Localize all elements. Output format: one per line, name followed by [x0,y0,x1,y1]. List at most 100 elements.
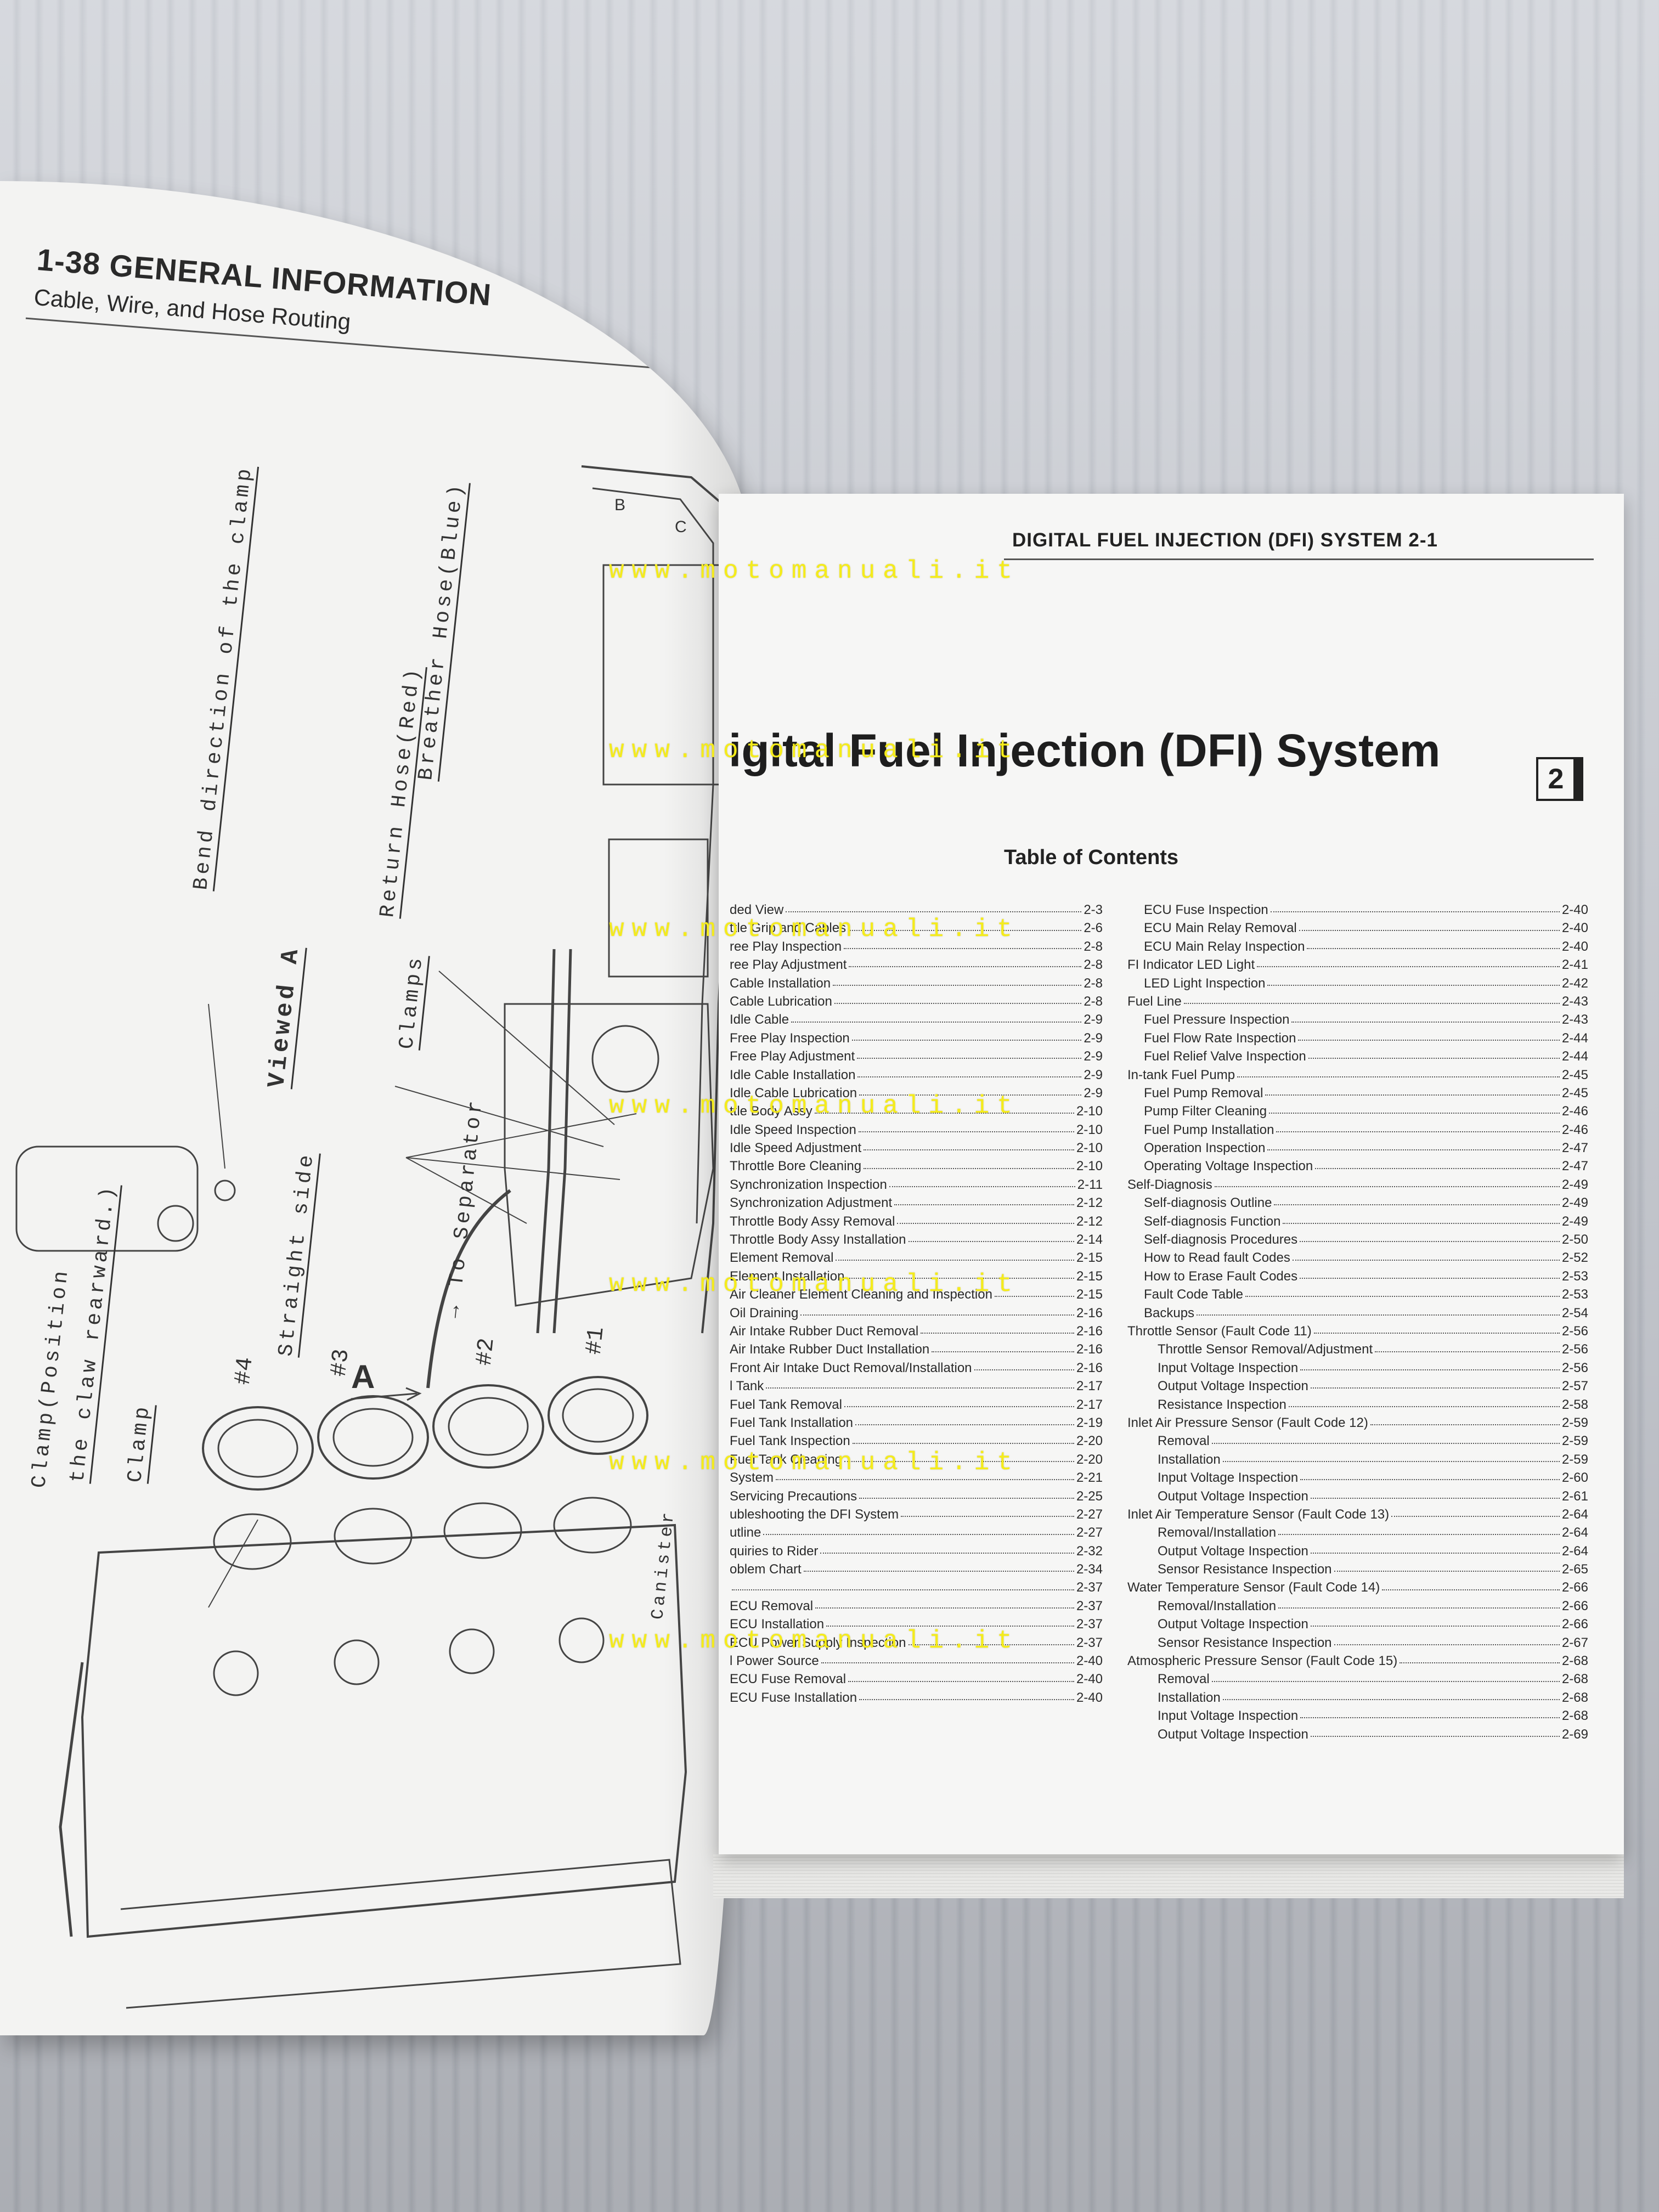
toc-entry-title: Self-diagnosis Outline [1144,1195,1272,1211]
toc-leader-dots [1288,1406,1560,1407]
toc-leader-dots [858,1131,1074,1132]
toc-leader-dots [1278,1533,1560,1536]
toc-entry-title: Self-Diagnosis [1127,1177,1212,1192]
toc-leader-dots [974,1369,1074,1370]
toc-entry-page: 2-45 [1561,1085,1588,1101]
toc-leader-dots [1267,984,1560,986]
toc-entry-page: 2-16 [1076,1342,1103,1357]
toc-entry: Inlet Air Pressure Sensor (Fault Code 12… [1127,1415,1588,1434]
toc-leader-dots [889,1186,1075,1188]
toc-entry-title: Fault Code Table [1144,1287,1244,1302]
throttle-body-1 [548,1376,648,1455]
toc-leader-dots [820,1552,1074,1554]
toc-leader-dots [857,1076,1082,1077]
toc-leader-dots [864,1167,1074,1169]
toc-leader-dots [857,1057,1082,1059]
toc-entry-title: Fuel Tank Installation [730,1415,854,1430]
page-stack-edge [713,1854,1624,1898]
toc-leader-dots [1211,1442,1560,1444]
toc-leader-dots [1391,1515,1560,1517]
arrow-a-shaft [351,1392,417,1400]
toc-entry-page: 2-27 [1076,1525,1103,1541]
toc-leader-dots [855,1424,1074,1426]
toc-entry-title: Synchronization Adjustment [730,1195,893,1211]
toc-leader-dots [1334,1570,1560,1572]
toc-entry-title: Fuel Pump Removal [1144,1085,1263,1101]
clamps-line-2 [405,1157,620,1180]
toc-entry-page: 2-53 [1561,1287,1588,1302]
toc-entry-title: Output Voltage Inspection [1158,1617,1308,1632]
toc-leader-dots [1245,1295,1560,1297]
toc-entry-title: Sensor Resistance Inspection [1158,1562,1332,1577]
toc-entry-title: ECU Fuse Inspection [1144,902,1268,917]
toc-entry-page: 2-9 [1084,1030,1103,1046]
toc-entry-title: Fuel Tank Cleaning [730,1452,843,1467]
chapter-number-tab: 2 [1536,757,1576,801]
toc-entry-title: Idle Cable Lubrication [730,1085,857,1101]
toc-leader-dots [1310,1552,1560,1554]
toc-entry-title: Idle Speed Inspection [730,1122,856,1137]
toc-entry-page: 2-10 [1076,1122,1103,1137]
toc-entry-page: 2-40 [1076,1690,1103,1705]
toc-entry-page: 2-64 [1561,1506,1588,1522]
clamps-line-3 [405,1157,527,1224]
toc-entry: Front Air Intake Duct Removal/Installati… [730,1361,1103,1379]
label-cylinder-2: #2 [471,1336,500,1367]
toc-leader-dots [1299,929,1560,931]
toc-leader-dots [1310,1387,1560,1389]
toc-entry-page: 2-9 [1084,1085,1103,1101]
toc-leader-dots [844,947,1082,949]
throttle-body-3-inner [332,1408,414,1467]
toc-entry-title: Operating Voltage Inspection [1144,1159,1313,1174]
toc-entry-page: 2-15 [1076,1287,1103,1302]
toc-leader-dots [1267,1149,1560,1151]
toc-entry-page: 2-57 [1561,1379,1588,1394]
plug-1 [558,1617,605,1663]
toc-entry-title: l Power Source [730,1654,819,1669]
toc-entry-page: 2-12 [1076,1195,1103,1211]
toc-leader-dots [1370,1424,1560,1426]
toc-entry-title: l Tank [730,1379,764,1394]
arrow-a-head [405,1387,422,1401]
toc-entry-title: Fuel Tank Removal [730,1397,842,1412]
toc-entry-title: Water Temperature Sensor (Fault Code 14) [1127,1580,1380,1595]
toc-leader-dots [1310,1497,1560,1499]
toc-leader-dots [1310,1625,1560,1627]
toc-entry-title: Element Installation [730,1268,845,1284]
toc-entry-title: ree Play Adjustment [730,957,847,973]
toc-leader-dots [803,1570,1074,1572]
toc-leader-dots [1257,966,1560,968]
toc-entry-title: ECU Main Relay Inspection [1144,939,1305,954]
toc-entry-title: Throttle Bore Cleaning [730,1159,862,1174]
toc-entry: Atmospheric Pressure Sensor (Fault Code … [1127,1654,1588,1672]
toc-entry-title: Input Voltage Inspection [1158,1470,1299,1486]
toc-entry-title: Removal/Installation [1158,1598,1277,1613]
toc-entry-title: Input Voltage Inspection [1158,1360,1299,1375]
toc-entry-title: ECU Power Supply Inspection [730,1635,906,1650]
clamps-line-1 [405,1113,637,1158]
toc-entry-title: Output Voltage Inspection [1158,1379,1308,1394]
toc-leader-dots [814,1112,1074,1114]
toc-entry-title: How to Read fault Codes [1144,1250,1290,1266]
toc-leader-dots [826,1625,1074,1627]
toc-leader-dots [921,1332,1074,1334]
throttle-body-1-inner [562,1388,634,1443]
toc-entry-title: Installation [1158,1452,1221,1467]
chapter-title: igital Fuel Injection (DFI) System [729,725,1441,776]
toc-entry-title: Input Voltage Inspection [1158,1708,1299,1724]
toc-entry-page: 2-10 [1076,1104,1103,1119]
toc-entry-title: Free Play Inspection [730,1030,850,1046]
